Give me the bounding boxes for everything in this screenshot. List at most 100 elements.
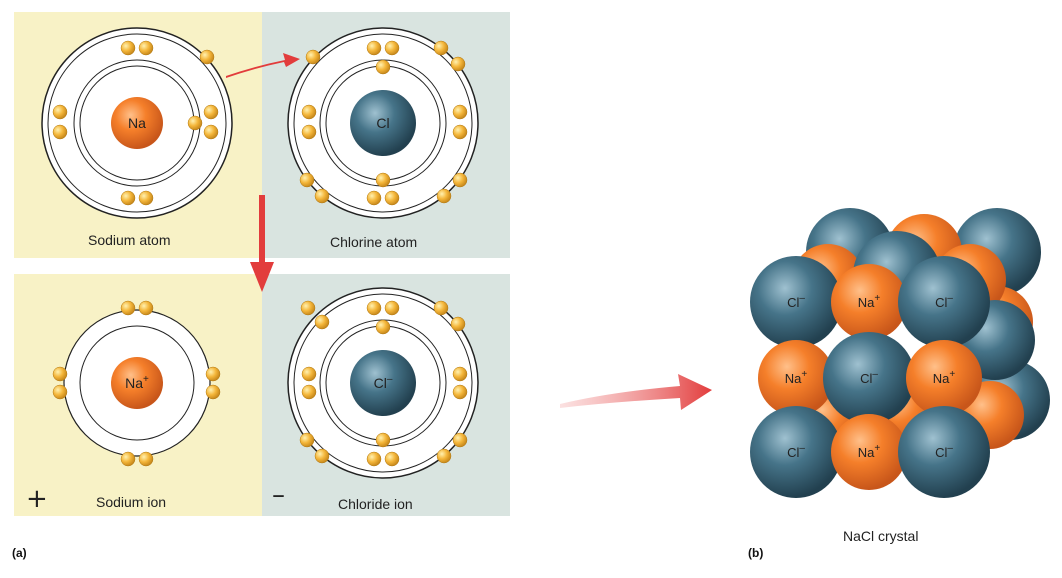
sodium-atom-label: Sodium atom <box>88 232 171 248</box>
nacl-crystal: Cl– Na+ Cl– Na+ Cl– Na+ Cl– Na+ Cl– <box>750 208 1050 498</box>
electron <box>450 56 466 72</box>
ion-label-cl: Cl– <box>935 293 953 310</box>
electron <box>300 300 316 316</box>
sodium-ion-sphere <box>831 264 907 340</box>
electron <box>199 49 215 65</box>
electron <box>452 432 468 448</box>
electron <box>384 300 400 316</box>
electron <box>120 190 136 206</box>
electron <box>138 190 154 206</box>
electron <box>375 432 391 448</box>
electron <box>375 172 391 188</box>
sodium-ion-nucleus <box>111 357 163 409</box>
sodium-ion-label: Sodium ion <box>96 494 167 510</box>
negative-sign: – <box>272 480 285 510</box>
electron-group <box>52 300 221 467</box>
electron-transfer-arrow <box>226 53 300 78</box>
electron <box>366 190 382 206</box>
sodium-ion-sphere <box>906 340 982 416</box>
electron <box>299 432 315 448</box>
electron <box>452 172 468 188</box>
electron <box>366 451 382 467</box>
electron <box>433 300 449 316</box>
electron <box>52 104 68 120</box>
chlorine-atom-label: Chlorine atom <box>330 234 418 250</box>
ion-label-na: Na+ <box>858 293 881 310</box>
sodium-ion-sphere <box>758 340 834 416</box>
inner-shell <box>79 325 195 441</box>
chloride-nucleus <box>350 350 416 416</box>
ion-label-na: Na+ <box>933 369 956 386</box>
electron <box>452 124 468 140</box>
chloride-ion-sphere <box>750 406 842 498</box>
electron <box>52 384 68 400</box>
chlorine-nucleus-label: Cl <box>376 115 389 131</box>
sodium-atom: Na <box>41 27 233 219</box>
electron <box>205 366 221 382</box>
positive-sign: + <box>26 484 48 514</box>
chloride-ion-sphere <box>750 256 842 348</box>
electron <box>450 316 466 332</box>
crystal-ion-labels: Cl– Na+ Cl– Na+ Cl– Na+ Cl– Na+ Cl– <box>785 293 956 460</box>
chlorine-atom: Cl <box>287 27 479 219</box>
electron <box>120 451 136 467</box>
electron <box>138 451 154 467</box>
chloride-nucleus-label: Cl– <box>374 374 393 391</box>
electron <box>375 59 391 75</box>
ionization-arrow <box>250 195 274 292</box>
electron-group <box>299 40 468 206</box>
electron <box>452 384 468 400</box>
ion-label-cl: Cl– <box>787 293 805 310</box>
electron <box>384 190 400 206</box>
electron <box>436 448 452 464</box>
electron <box>452 366 468 382</box>
sodium-ion-nucleus-label: Na+ <box>125 374 149 391</box>
electron <box>384 40 400 56</box>
ion-label-na: Na+ <box>785 369 808 386</box>
electron <box>301 104 317 120</box>
sodium-ion: Na+ <box>52 300 221 467</box>
electron <box>301 124 317 140</box>
chloride-ion-label: Chloride ion <box>338 496 413 512</box>
ion-label-cl: Cl– <box>935 443 953 460</box>
electron <box>384 451 400 467</box>
electron <box>375 319 391 335</box>
electron <box>305 49 321 65</box>
electron <box>120 40 136 56</box>
sodium-ion-sphere <box>831 414 907 490</box>
crystal-formation-arrow <box>560 374 712 410</box>
electron <box>138 300 154 316</box>
electron <box>299 172 315 188</box>
electron <box>203 104 219 120</box>
chloride-ion-sphere <box>898 256 990 348</box>
panel-b-label: (b) <box>748 546 764 560</box>
chloride-ion-sphere <box>823 332 915 424</box>
panel-a-label: (a) <box>12 546 27 560</box>
ion-label-cl: Cl– <box>860 369 878 386</box>
shell-ring <box>47 33 227 213</box>
electron <box>314 448 330 464</box>
electron <box>187 115 203 131</box>
chloride-ion: Cl– <box>287 287 479 479</box>
ion-label-na: Na+ <box>858 443 881 460</box>
electron <box>203 124 219 140</box>
electron-group <box>299 300 468 467</box>
electron <box>205 384 221 400</box>
electron-group <box>52 40 219 206</box>
sodium-nucleus <box>111 97 163 149</box>
nacl-crystal-label: NaCl crystal <box>843 528 919 544</box>
sodium-nucleus-label: Na <box>128 115 146 131</box>
electron <box>314 314 330 330</box>
electron <box>301 384 317 400</box>
electron <box>314 188 330 204</box>
electron <box>52 124 68 140</box>
electron <box>452 104 468 120</box>
electron <box>301 366 317 382</box>
electron <box>138 40 154 56</box>
chlorine-nucleus <box>350 90 416 156</box>
electron <box>436 188 452 204</box>
shell-ring <box>293 33 473 213</box>
shell-ring <box>293 293 473 473</box>
electron <box>52 366 68 382</box>
